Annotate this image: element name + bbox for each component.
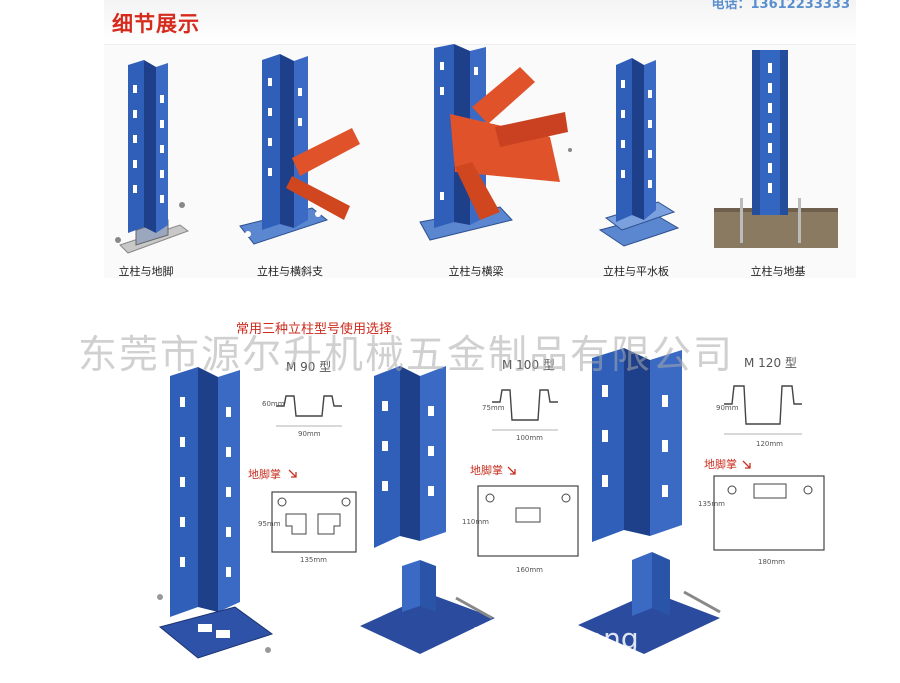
profile-drawing-m100 [492, 389, 558, 431]
detail-image-upright-foot [115, 60, 190, 254]
detail-caption-4: 立柱与平水板 [603, 265, 669, 278]
profile-drawing-m120 [724, 385, 802, 435]
upright-m90-image [157, 367, 274, 659]
detail-image-upright-bracing [239, 54, 360, 245]
upright-m100-image [360, 366, 495, 654]
header-phone: 电话：13612233333 [711, 0, 851, 12]
upright-m120-image [578, 348, 721, 654]
plate-width-m90: 135mm [300, 556, 327, 564]
profile-height-m90: 60mm [262, 400, 285, 408]
plate-height-m100: 110mm [462, 518, 489, 526]
footplate-drawing-m100 [477, 485, 579, 557]
footplate-label-m120: 地脚掌 [704, 458, 737, 471]
plate-width-m100: 160mm [516, 566, 543, 574]
plate-height-m90: 95mm [258, 520, 281, 528]
detail-image-upright-beam [419, 44, 572, 241]
arrow-icon [742, 460, 751, 469]
detail-caption-2: 立柱与横斜支 [257, 265, 323, 278]
footplate-label-m100: 地脚掌 [470, 464, 503, 477]
arrow-icon [507, 466, 516, 475]
profile-width-m120: 120mm [756, 440, 783, 448]
detail-caption-5: 立柱与地基 [750, 265, 806, 278]
arrow-icon [288, 469, 297, 478]
detail-caption-3: 立柱与横梁 [448, 265, 504, 278]
detail-image-upright-foundation [714, 50, 838, 248]
section-title: 细节展示 [112, 12, 200, 36]
model-label-m100: M 100 型 [500, 356, 557, 373]
detail-header [104, 0, 856, 45]
footplate-drawing-m120 [713, 475, 825, 551]
model-label-m90: M 90 型 [284, 358, 334, 375]
selection-title: 常用三种立柱型号使用选择 [236, 322, 393, 337]
profile-height-m100: 75mm [482, 404, 505, 412]
detail-caption-1: 立柱与地脚 [118, 265, 174, 278]
footplate-label-m90: 地脚掌 [248, 468, 281, 481]
footplate-drawing-m90 [271, 491, 357, 553]
profile-width-m90: 90mm [298, 430, 321, 438]
profile-width-m100: 100mm [516, 434, 543, 442]
profile-height-m120: 90mm [716, 404, 739, 412]
model-label-m120: M 120 型 [742, 354, 799, 371]
profile-drawing-m90 [276, 395, 342, 427]
plate-height-m120: 135mm [698, 500, 725, 508]
detail-image-upright-level-plate [598, 58, 680, 247]
plate-width-m120: 180mm [758, 558, 785, 566]
